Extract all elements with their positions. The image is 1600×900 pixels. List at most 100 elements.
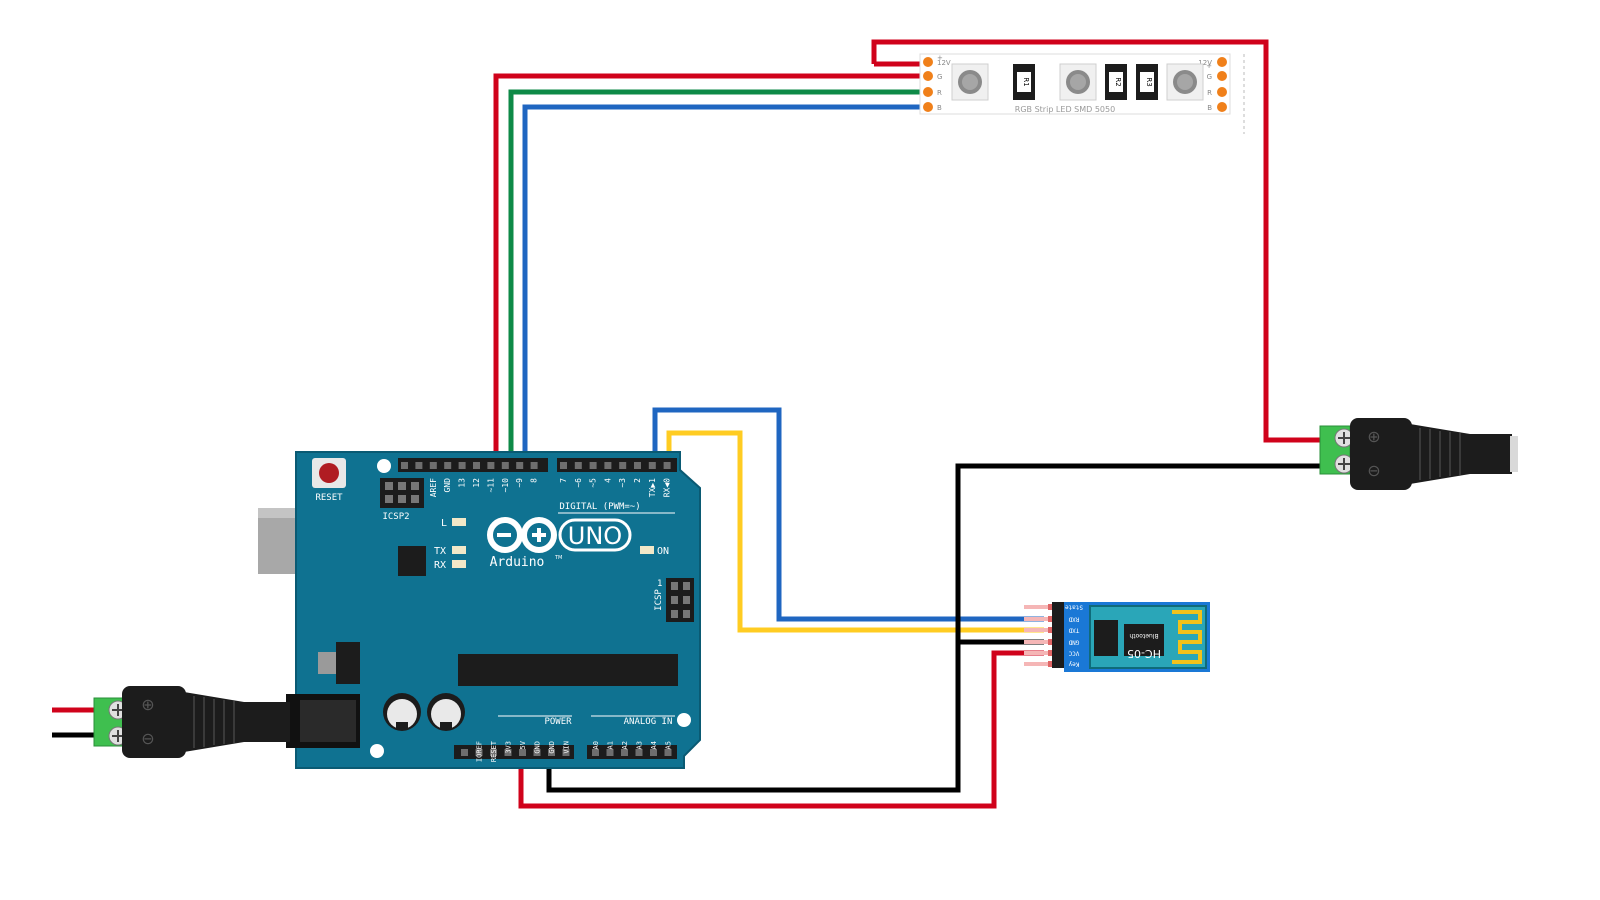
power-label: POWER <box>544 717 572 727</box>
hc05-pin[interactable] <box>1024 628 1054 632</box>
strip-pad-label: R <box>1207 89 1212 97</box>
reset-label: RESET <box>315 493 343 503</box>
header-pin[interactable] <box>401 462 408 469</box>
header-pin[interactable] <box>650 749 657 756</box>
header-pin[interactable] <box>533 749 541 756</box>
header-pin[interactable] <box>663 462 671 469</box>
header-pin[interactable] <box>444 462 452 469</box>
strip-pad[interactable] <box>1217 57 1227 67</box>
strip-plus-label: + <box>937 54 943 62</box>
header-pin[interactable] <box>648 462 656 469</box>
strip-pad-label: 12V <box>937 59 951 67</box>
dc-jack-right: ⊕ ⊖ <box>1319 418 1518 490</box>
svg-text:R1: R1 <box>1022 77 1030 86</box>
digital-pin-label: ~5 <box>589 478 598 488</box>
analog-header <box>587 745 677 759</box>
digital-pin-label: ~11 <box>486 478 495 493</box>
jack-ridges <box>1419 428 1461 480</box>
header-pin[interactable] <box>635 749 643 756</box>
power-pin-label: RESET <box>490 740 498 762</box>
digital-pin-label: 2 <box>633 478 642 483</box>
mounting-hole <box>377 459 391 473</box>
wire-rx-txd <box>666 430 1044 633</box>
power-pin-label: VIN <box>563 741 571 754</box>
header-pin[interactable] <box>490 749 497 756</box>
hc05-pin[interactable] <box>1024 651 1054 655</box>
header-pin[interactable] <box>606 749 614 756</box>
header-pin[interactable] <box>415 462 423 469</box>
header-pin[interactable] <box>519 749 526 756</box>
usb-chip <box>398 546 426 576</box>
header-pin[interactable] <box>473 462 480 469</box>
header-pin[interactable] <box>475 749 483 756</box>
mounting-hole <box>677 713 691 727</box>
analog-pin-label: A2 <box>621 741 629 749</box>
hc05-pin-label: TXD <box>1068 627 1079 634</box>
hc05-pin[interactable] <box>1024 605 1054 609</box>
header-pin[interactable] <box>621 749 628 756</box>
digital-pin-label: ~3 <box>618 478 627 488</box>
led-tx <box>452 546 466 554</box>
icsp-header <box>666 578 694 622</box>
strip-pad-label: R <box>937 89 942 97</box>
uno-label: UNO <box>568 522 622 550</box>
hc05-pin-label: GND <box>1068 639 1079 646</box>
voltage-regulator <box>318 642 360 684</box>
jack-tip <box>1510 436 1518 472</box>
header-pin[interactable] <box>664 749 672 756</box>
led-on <box>640 546 654 554</box>
jack-barrel <box>1468 434 1512 474</box>
reset-button-cap[interactable] <box>319 463 339 483</box>
header-pin[interactable] <box>592 749 599 756</box>
wire-gnd <box>546 463 1335 793</box>
power-pin-label: 5V <box>519 740 527 749</box>
header-pin[interactable] <box>574 462 582 469</box>
strip-pad[interactable] <box>923 102 933 112</box>
digital-pin-label: 4 <box>603 478 612 483</box>
header-pin[interactable] <box>458 462 466 469</box>
header-pin[interactable] <box>429 462 437 469</box>
header-pin[interactable] <box>548 749 555 756</box>
header-pin[interactable] <box>516 462 524 469</box>
strip-pad[interactable] <box>1217 87 1227 97</box>
led-l <box>452 518 466 526</box>
header-pin[interactable] <box>562 749 570 756</box>
wire-pin11-red <box>493 73 930 470</box>
icsp-pin1-label: 1 <box>657 579 662 589</box>
strip-pad[interactable] <box>923 87 933 97</box>
analog-pin-label: A1 <box>607 741 615 749</box>
header-pin[interactable] <box>604 462 612 469</box>
power-pin-label: GND <box>534 741 542 754</box>
wire-pin10-green <box>508 89 930 470</box>
wires <box>52 39 1335 809</box>
hc05-pin[interactable] <box>1024 640 1054 644</box>
jack-body <box>122 686 186 758</box>
header-pin[interactable] <box>487 462 495 469</box>
header-pin[interactable] <box>589 462 597 469</box>
strip-pad[interactable] <box>1217 102 1227 112</box>
header-pin[interactable] <box>619 462 627 469</box>
hc05-pin-tip <box>1048 661 1054 667</box>
header-pin[interactable] <box>560 462 567 469</box>
strip-pad[interactable] <box>923 71 933 81</box>
header-pin[interactable] <box>504 749 512 756</box>
hc05-label-plate <box>1124 624 1164 656</box>
power-pin-label: IOREF <box>476 741 484 762</box>
wire-pin9-blue <box>522 104 930 470</box>
arduino-tm-label: TM <box>554 555 562 561</box>
icsp2-header <box>380 478 424 508</box>
led-rx <box>452 560 466 568</box>
smd-5050-led <box>1166 63 1204 101</box>
resistor-r1: R1 <box>1013 64 1035 100</box>
header-pin[interactable] <box>634 462 641 469</box>
header-pin[interactable] <box>501 462 509 469</box>
hc05-pin[interactable] <box>1024 662 1054 666</box>
resistor-r2: R2 <box>1105 64 1127 100</box>
wire-12v-strip-right <box>871 39 1335 443</box>
hc05-antenna <box>1172 610 1202 664</box>
strip-pad[interactable] <box>1217 71 1227 81</box>
hc05-pin[interactable] <box>1024 617 1054 621</box>
header-pin[interactable] <box>530 462 538 469</box>
strip-pad[interactable] <box>923 57 933 67</box>
header-pin[interactable] <box>461 749 468 756</box>
